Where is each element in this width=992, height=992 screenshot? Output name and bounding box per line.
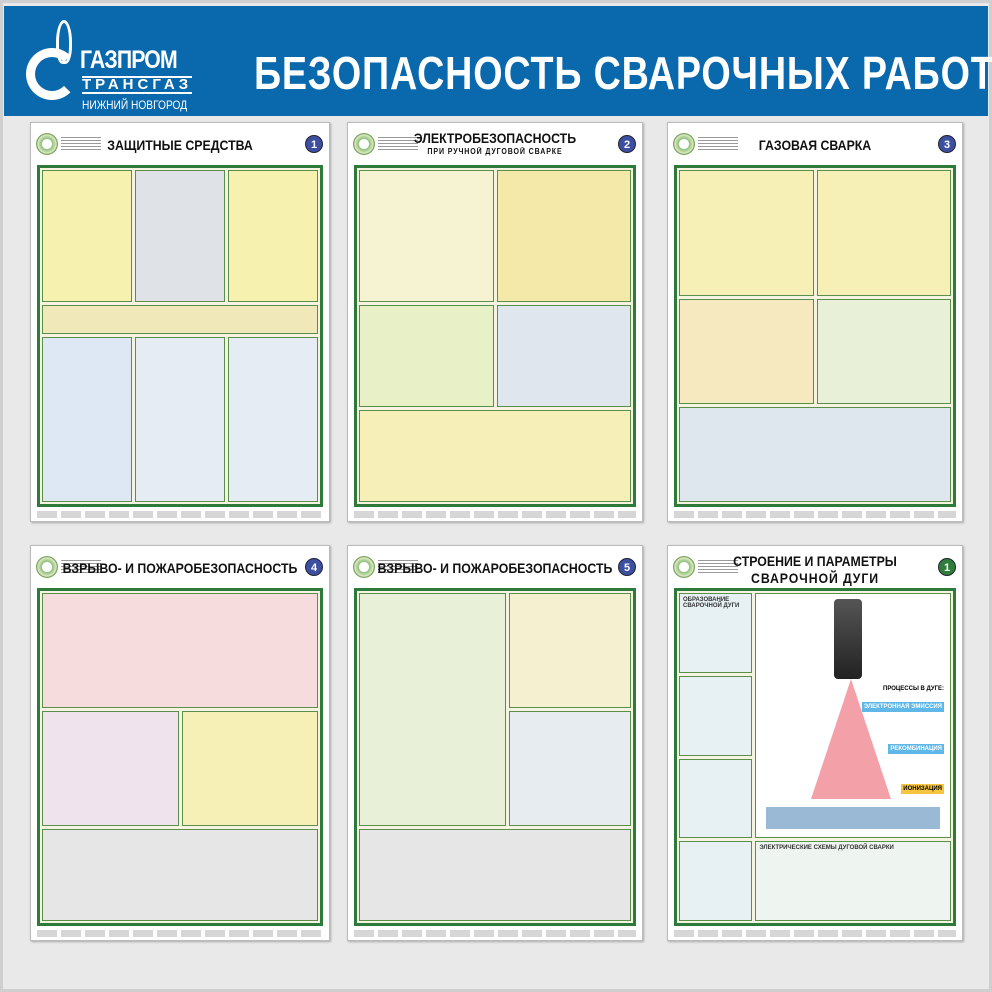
poster-header: ВЗРЫВО- И ПОЖАРОБЕЗОПАСНОСТЬ 5 (348, 546, 642, 588)
poster-4: ВЗРЫВО- И ПОЖАРОБЕЗОПАСНОСТЬ 4 (30, 545, 330, 941)
illustration-section (508, 711, 631, 826)
illustration-section (359, 410, 631, 502)
illustration-section (359, 305, 494, 408)
metal-plate (766, 807, 941, 830)
illustration-section (816, 299, 951, 405)
illustration-section (508, 593, 631, 708)
poster-footer (674, 930, 956, 937)
poster-title: ГАЗОВАЯ СВАРКА (758, 137, 872, 153)
emblem-icon (673, 556, 695, 578)
illustration-section (359, 829, 631, 921)
illustration-section (679, 170, 814, 297)
poster-subtitle: СВАРОЧНОЙ ДУГИ (751, 570, 879, 586)
illustration-section (228, 336, 318, 502)
poster-series-caption (698, 137, 738, 151)
gazprom-logo: ГАЗПРОМ ТРАНСГАЗ НИЖНИЙ НОВГОРОД (26, 20, 196, 114)
illustration-section (42, 711, 179, 826)
illustration-section (679, 841, 753, 921)
illustration-section: ОБРАЗОВАНИЕ СВАРОЧНОЙ ДУГИ (679, 593, 753, 673)
poster-title: СТРОЕНИЕ И ПАРАМЕТРЫ (733, 553, 897, 569)
emission-label: ЭЛЕКТРОННАЯ ЭМИССИЯ (861, 702, 944, 712)
ionization-label: ИОНИЗАЦИЯ (901, 784, 944, 794)
poster-content: ОБРАЗОВАНИЕ СВАРОЧНОЙ ДУГИ ПРОЦЕССЫ В ДУ… (674, 588, 956, 926)
emblem-icon (36, 133, 58, 155)
poster-series-caption (698, 560, 738, 574)
poster-subtitle: ПРИ РУЧНОЙ ДУГОВОЙ СВАРКЕ (427, 147, 563, 156)
illustration-section (496, 170, 631, 303)
poster-header: ГАЗОВАЯ СВАРКА 3 (668, 123, 962, 165)
poster-header: ВЗРЫВО- И ПОЖАРОБЕЗОПАСНОСТЬ 4 (31, 546, 329, 588)
poster-footer (37, 511, 323, 518)
illustration-section (135, 170, 225, 303)
logo-line2: ТРАНСГАЗ (82, 76, 193, 94)
poster-title: ЭЛЕКТРОБЕЗОПАСНОСТЬ (413, 130, 577, 146)
illustration-section (359, 170, 494, 303)
illustration-section: ПРОЦЕССЫ В ДУГЕ: ЭЛЕКТРОННАЯ ЭМИССИЯ РЕК… (755, 593, 951, 839)
illustration-section (359, 593, 506, 826)
illustration-section (135, 336, 225, 502)
logo-g-icon (26, 48, 78, 100)
illustration-section (496, 305, 631, 408)
poster-number-badge: 4 (305, 558, 323, 576)
poster-content (37, 588, 323, 926)
stand-title: БЕЗОПАСНОСТЬ СВАРОЧНЫХ РАБОТ (254, 47, 992, 99)
arc-diagram (833, 599, 862, 679)
poster-number-badge: 3 (938, 135, 956, 153)
poster-3: ГАЗОВАЯ СВАРКА 3 (667, 122, 963, 522)
recombination-label: РЕКОМБИНАЦИЯ (888, 744, 944, 754)
illustration-section (42, 336, 132, 502)
poster-number-badge: 5 (618, 558, 636, 576)
illustration-section (679, 675, 753, 756)
poster-footer (354, 930, 636, 937)
poster-title: ВЗРЫВО- И ПОЖАРОБЕЗОПАСНОСТЬ (62, 560, 298, 576)
schemes-label: ЭЛЕКТРИЧЕСКИЕ СХЕМЫ ДУГОВОЙ СВАРКИ (759, 845, 894, 852)
illustration-section: ЭЛЕКТРИЧЕСКИЕ СХЕМЫ ДУГОВОЙ СВАРКИ (755, 841, 951, 921)
illustration-section (228, 170, 318, 303)
poster-title: ЗАЩИТНЫЕ СРЕДСТВА (107, 137, 253, 153)
poster-footer (354, 511, 636, 518)
illustration-section (181, 711, 318, 826)
poster-series-caption (61, 560, 101, 574)
illustration-section (42, 305, 318, 334)
emblem-icon (353, 556, 375, 578)
illustration-section (679, 758, 753, 839)
illustration-section (42, 829, 318, 921)
poster-series-caption (378, 560, 418, 574)
poster-footer (37, 930, 323, 937)
poster-content (354, 165, 636, 507)
poster-number-badge: 1 (305, 135, 323, 153)
processes-label: ПРОЦЕССЫ В ДУГЕ: (883, 686, 944, 692)
poster-footer (674, 511, 956, 518)
poster-5: ВЗРЫВО- И ПОЖАРОБЕЗОПАСНОСТЬ 5 (347, 545, 643, 941)
illustration-section (679, 299, 814, 405)
poster-number-badge: 2 (618, 135, 636, 153)
illustration-section (42, 170, 132, 303)
poster-series-caption (378, 137, 418, 151)
poster-1: ЗАЩИТНЫЕ СРЕДСТВА 1 (30, 122, 330, 522)
poster-content (354, 588, 636, 926)
poster-content (674, 165, 956, 507)
flame-icon (56, 20, 72, 64)
emblem-icon (673, 133, 695, 155)
logo-line3: НИЖНИЙ НОВГОРОД (82, 98, 188, 112)
logo-line1: ГАЗПРОМ (80, 46, 178, 74)
poster-content (37, 165, 323, 507)
poster-header: ЗАЩИТНЫЕ СРЕДСТВА 1 (31, 123, 329, 165)
emblem-icon (353, 133, 375, 155)
emblem-icon (36, 556, 58, 578)
poster-number-badge: 1 (938, 558, 956, 576)
illustration-section (816, 170, 951, 297)
header-banner: ГАЗПРОМ ТРАНСГАЗ НИЖНИЙ НОВГОРОД БЕЗОПАС… (4, 6, 992, 116)
illustration-section (42, 593, 318, 708)
formation-label: ОБРАЗОВАНИЕ СВАРОЧНОЙ ДУГИ (683, 597, 740, 609)
arc-cone (810, 679, 891, 799)
poster-series-caption (61, 137, 101, 151)
poster-title: ВЗРЫВО- И ПОЖАРОБЕЗОПАСНОСТЬ (377, 560, 613, 576)
illustration-section (679, 407, 951, 502)
